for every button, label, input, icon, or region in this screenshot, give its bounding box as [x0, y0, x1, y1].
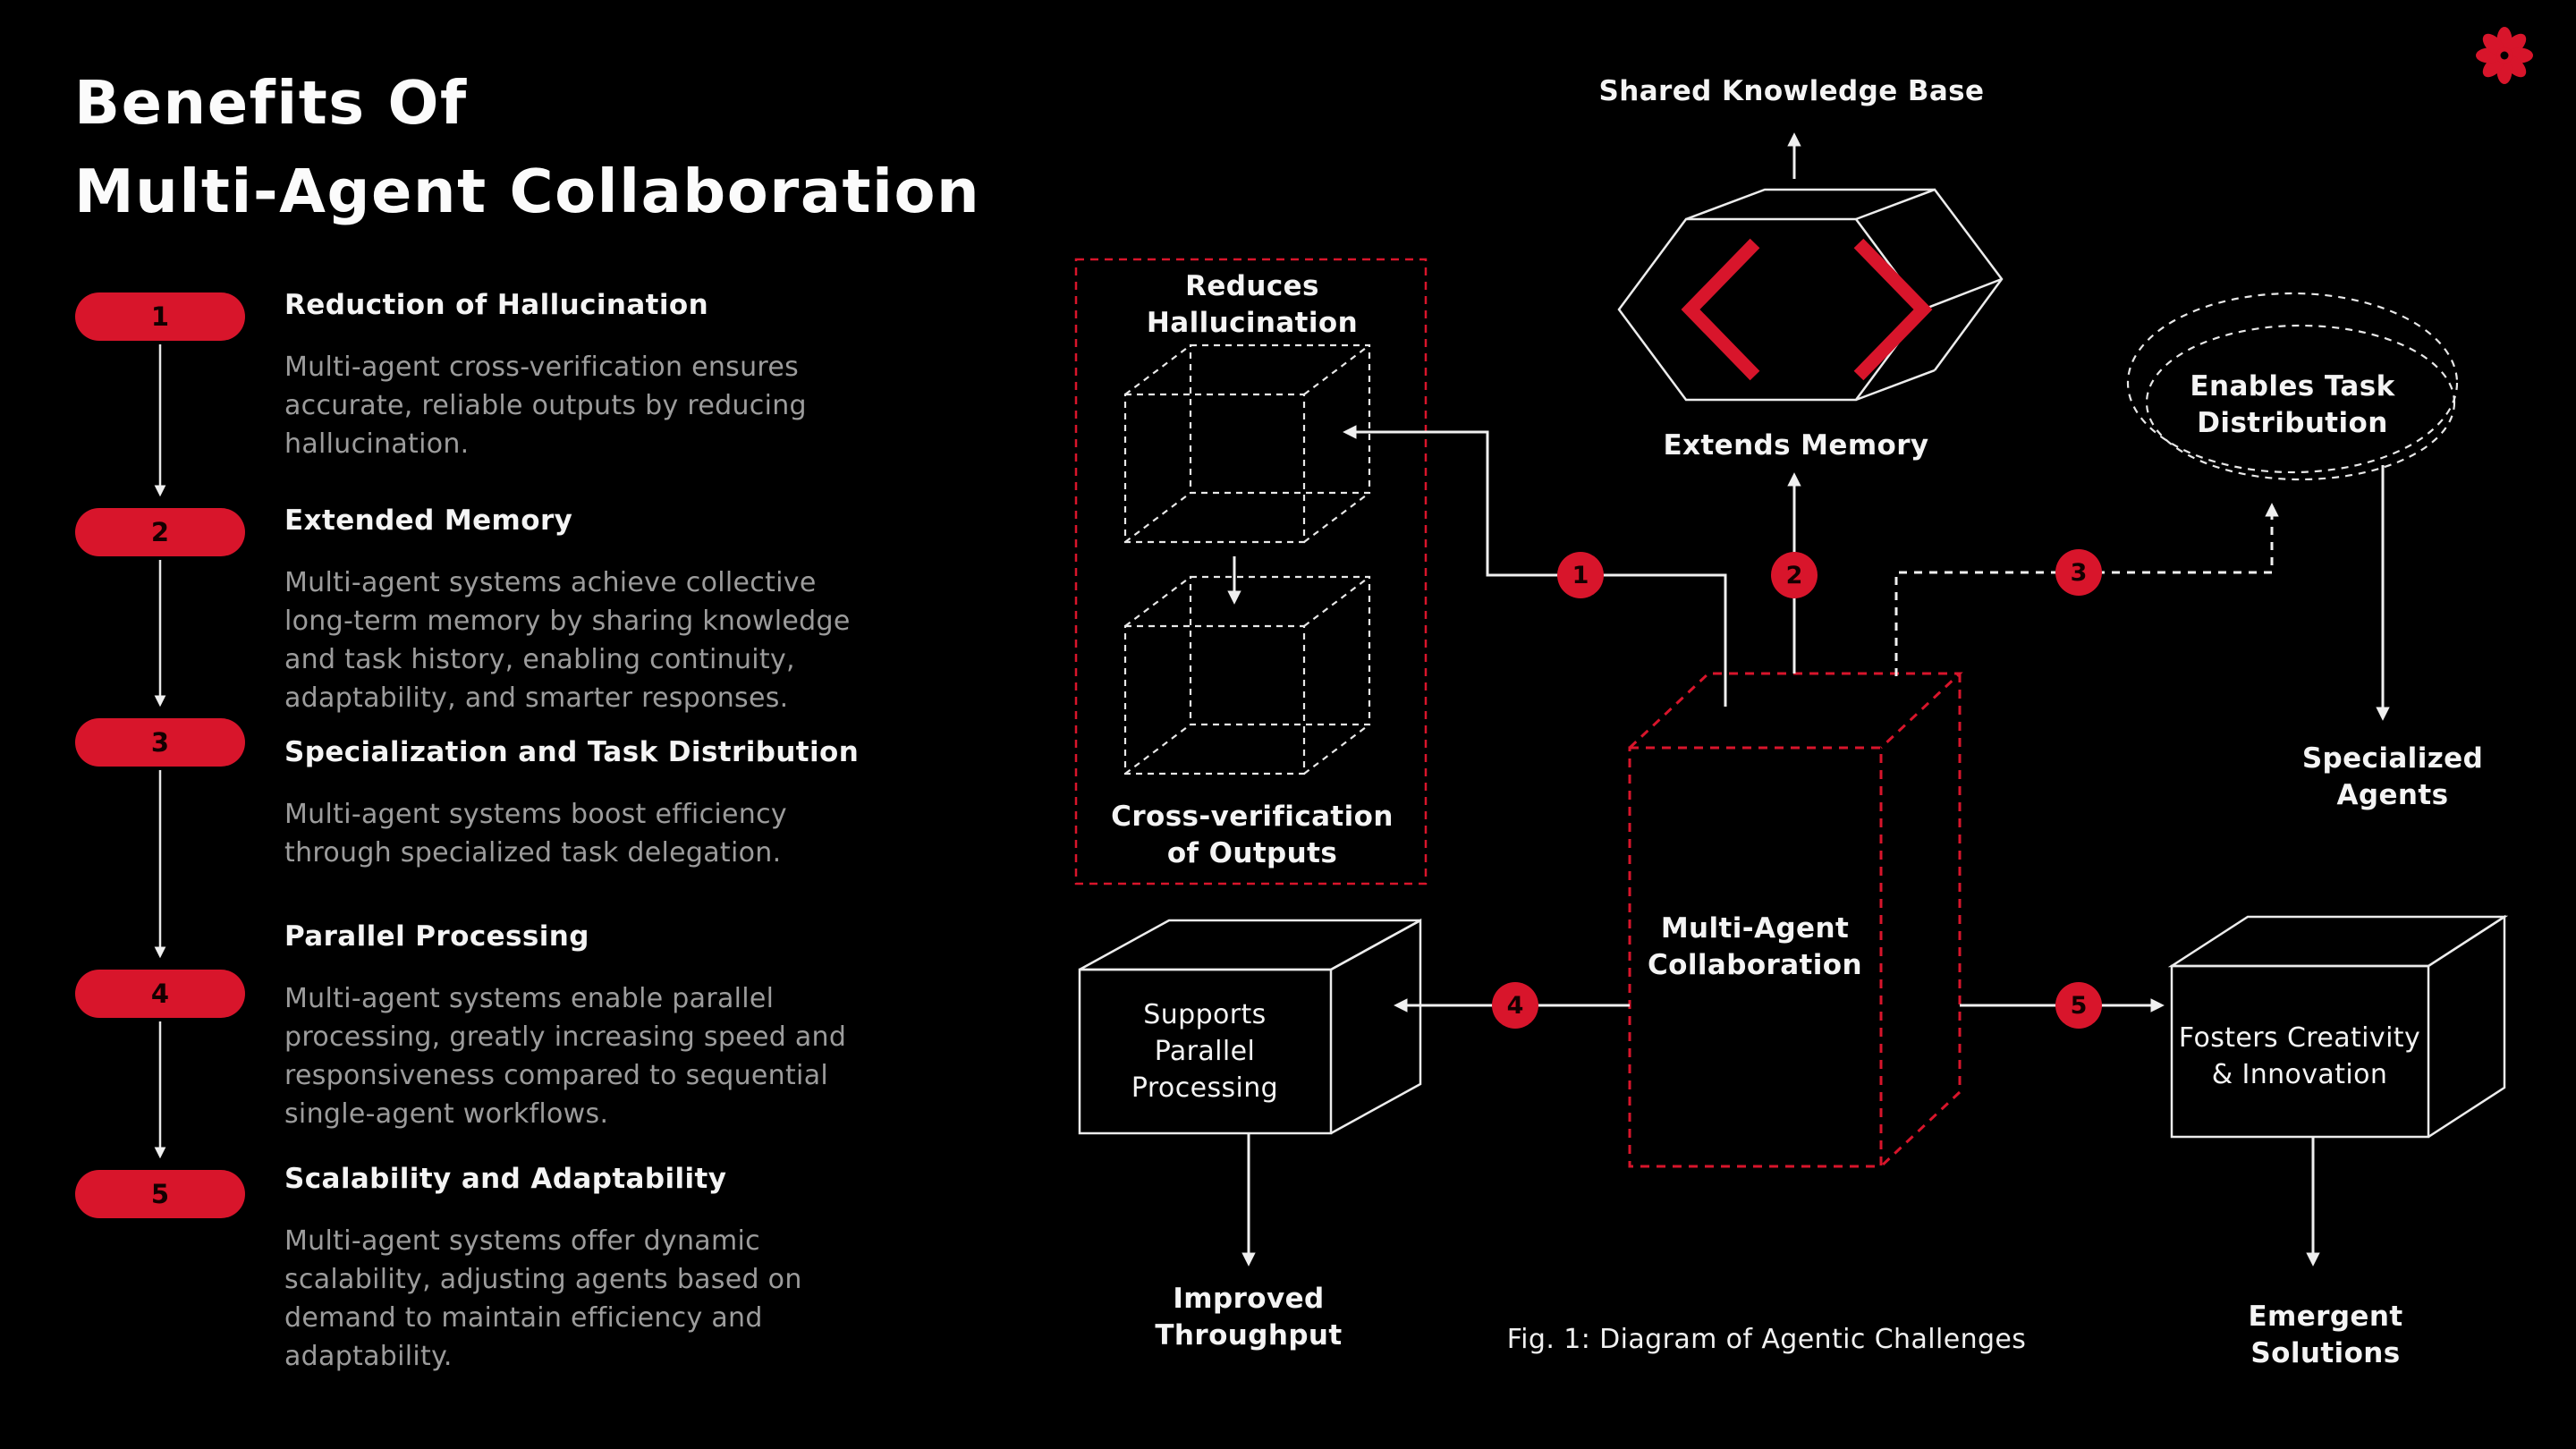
- benefit-badge-number: 4: [150, 979, 170, 1009]
- hexagon-prism-icon: [1617, 188, 2004, 402]
- benefit-heading: Specialization and Task Distribution: [284, 736, 860, 768]
- flower-logo-icon: [2476, 27, 2533, 84]
- cube-top-icon: [1123, 343, 1371, 544]
- node-extends-memory: Extends Memory: [1663, 429, 1929, 462]
- hallucination-group-frame: [1074, 258, 1428, 886]
- node-enables-task-distribution: Enables Task Distribution: [2190, 370, 2395, 439]
- page-title: Benefits Of Multi-Agent Collaboration: [74, 59, 980, 236]
- node-specialized-agents: Specialized Agents: [2301, 742, 2484, 811]
- benefit-heading: Scalability and Adaptability: [284, 1163, 727, 1195]
- node-multi-agent-collaboration: Multi-Agent Collaboration: [1648, 912, 1862, 981]
- node-emergent-solutions: Emergent Solutions: [2248, 1301, 2403, 1369]
- benefit-item-3: Specialization and Task Distribution Mul…: [284, 736, 866, 872]
- benefit-item-4: Parallel Processing Multi-agent systems …: [284, 920, 866, 1133]
- benefit-badge-number: 1: [150, 301, 170, 332]
- benefit-badge-4: 4: [75, 970, 245, 1018]
- node-fosters-creativity: Fosters Creativity & Innovation: [2178, 1022, 2421, 1090]
- node-improved-throughput: Improved Throughput: [1155, 1283, 1343, 1352]
- collaboration-prism-icon: [1628, 672, 1963, 1168]
- benefit-heading: Reduction of Hallucination: [284, 289, 709, 321]
- connector-circle-2: 2: [1771, 552, 1818, 598]
- connector-circle-4: 4: [1492, 982, 1538, 1029]
- benefit-body: Multi-agent systems offer dynamic scalab…: [284, 1225, 802, 1372]
- benefit-badge-1: 1: [75, 292, 245, 341]
- benefit-badge-number: 3: [150, 727, 170, 758]
- connector-circle-1: 1: [1557, 552, 1604, 598]
- cube-bottom-icon: [1123, 575, 1371, 775]
- node-supports-parallel-processing: Supports Parallel Processing: [1131, 999, 1279, 1104]
- benefit-body: Multi-agent systems enable parallel proc…: [284, 983, 847, 1130]
- code-brackets-icon: [1681, 238, 1933, 381]
- node-cross-verification: Cross-verification of Outputs: [1111, 801, 1394, 869]
- page-title-line2: Multi-Agent Collaboration: [74, 157, 981, 226]
- benefit-item-2: Extended Memory Multi-agent systems achi…: [284, 504, 866, 717]
- task-distribution-ellipse-icon: [2126, 292, 2459, 481]
- benefit-body: Multi-agent systems achieve collective l…: [284, 567, 851, 714]
- benefit-item-1: Reduction of Hallucination Multi-agent c…: [284, 289, 866, 463]
- parallel-box-icon: [1078, 918, 1422, 1135]
- figure-caption: Fig. 1: Diagram of Agentic Challenges: [1506, 1324, 2027, 1355]
- benefit-heading: Parallel Processing: [284, 920, 589, 953]
- connector-1-line: [1343, 425, 1727, 707]
- connector-circle-5: 5: [2055, 982, 2102, 1029]
- creativity-box-icon: [2167, 914, 2509, 1139]
- benefit-badge-3: 3: [75, 718, 245, 767]
- node-reduces-hallucination: Reduces Hallucination: [1146, 270, 1359, 339]
- benefit-heading: Extended Memory: [284, 504, 573, 537]
- benefit-badge-number: 5: [150, 1179, 170, 1209]
- benefit-badge-5: 5: [75, 1170, 245, 1218]
- benefit-body: Multi-agent cross-verification ensures a…: [284, 352, 807, 460]
- benefit-item-5: Scalability and Adaptability Multi-agent…: [284, 1163, 866, 1376]
- node-shared-knowledge-base: Shared Knowledge Base: [1598, 75, 1985, 107]
- connector-circle-3: 3: [2055, 549, 2102, 596]
- benefit-badge-number: 2: [150, 517, 170, 547]
- benefit-body: Multi-agent systems boost efficiency thr…: [284, 799, 787, 869]
- benefit-badge-2: 2: [75, 508, 245, 556]
- page-title-line1: Benefits Of: [74, 68, 468, 138]
